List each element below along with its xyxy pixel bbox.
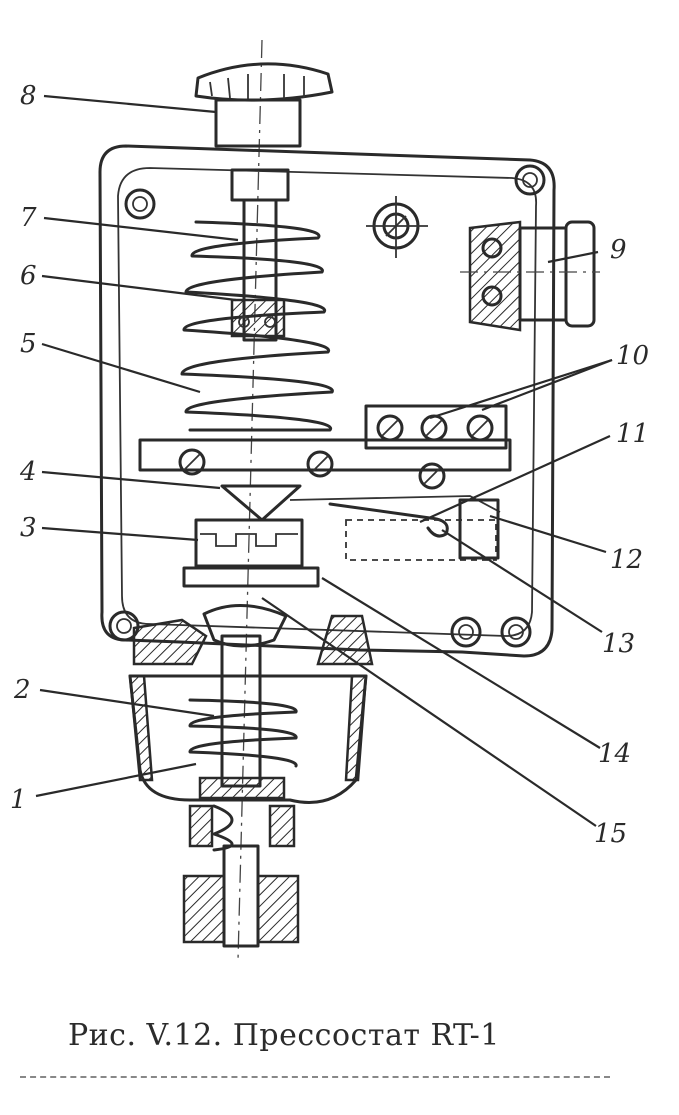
label-6: 6 (20, 261, 37, 291)
label-1: 1 (10, 785, 27, 815)
cable-gland (460, 220, 600, 332)
lever-assembly (138, 438, 512, 522)
label-5: 5 (20, 329, 37, 359)
center-axis (237, 39, 263, 961)
label-12: 12 (610, 545, 643, 575)
bellows-housing (128, 604, 374, 804)
label-2: 2 (13, 675, 31, 705)
divider-line (20, 1076, 610, 1078)
label-14: 14 (598, 739, 631, 769)
label-9: 9 (610, 235, 627, 265)
terminal-block (364, 404, 508, 450)
label-8: 8 (20, 81, 37, 111)
label-10: 10 (616, 341, 649, 371)
microswitch (289, 495, 501, 561)
spring-stem (230, 168, 290, 342)
label-4: 4 (19, 457, 37, 487)
housing-screw (366, 196, 428, 258)
bellows (188, 634, 298, 800)
label-11: 11 (616, 419, 649, 449)
main-spring (180, 220, 334, 432)
label-13: 13 (602, 629, 635, 659)
pressure-connector (182, 804, 300, 948)
label-3: 3 (20, 513, 37, 543)
housing (98, 144, 556, 658)
adjusting-knob (194, 62, 334, 148)
range-cam (182, 518, 320, 588)
figure-caption: Рис. V.12. Прессостат RT-1 (68, 1018, 500, 1053)
label-7: 7 (20, 203, 37, 233)
leader-lines (35, 94, 613, 827)
label-15: 15 (594, 819, 627, 849)
